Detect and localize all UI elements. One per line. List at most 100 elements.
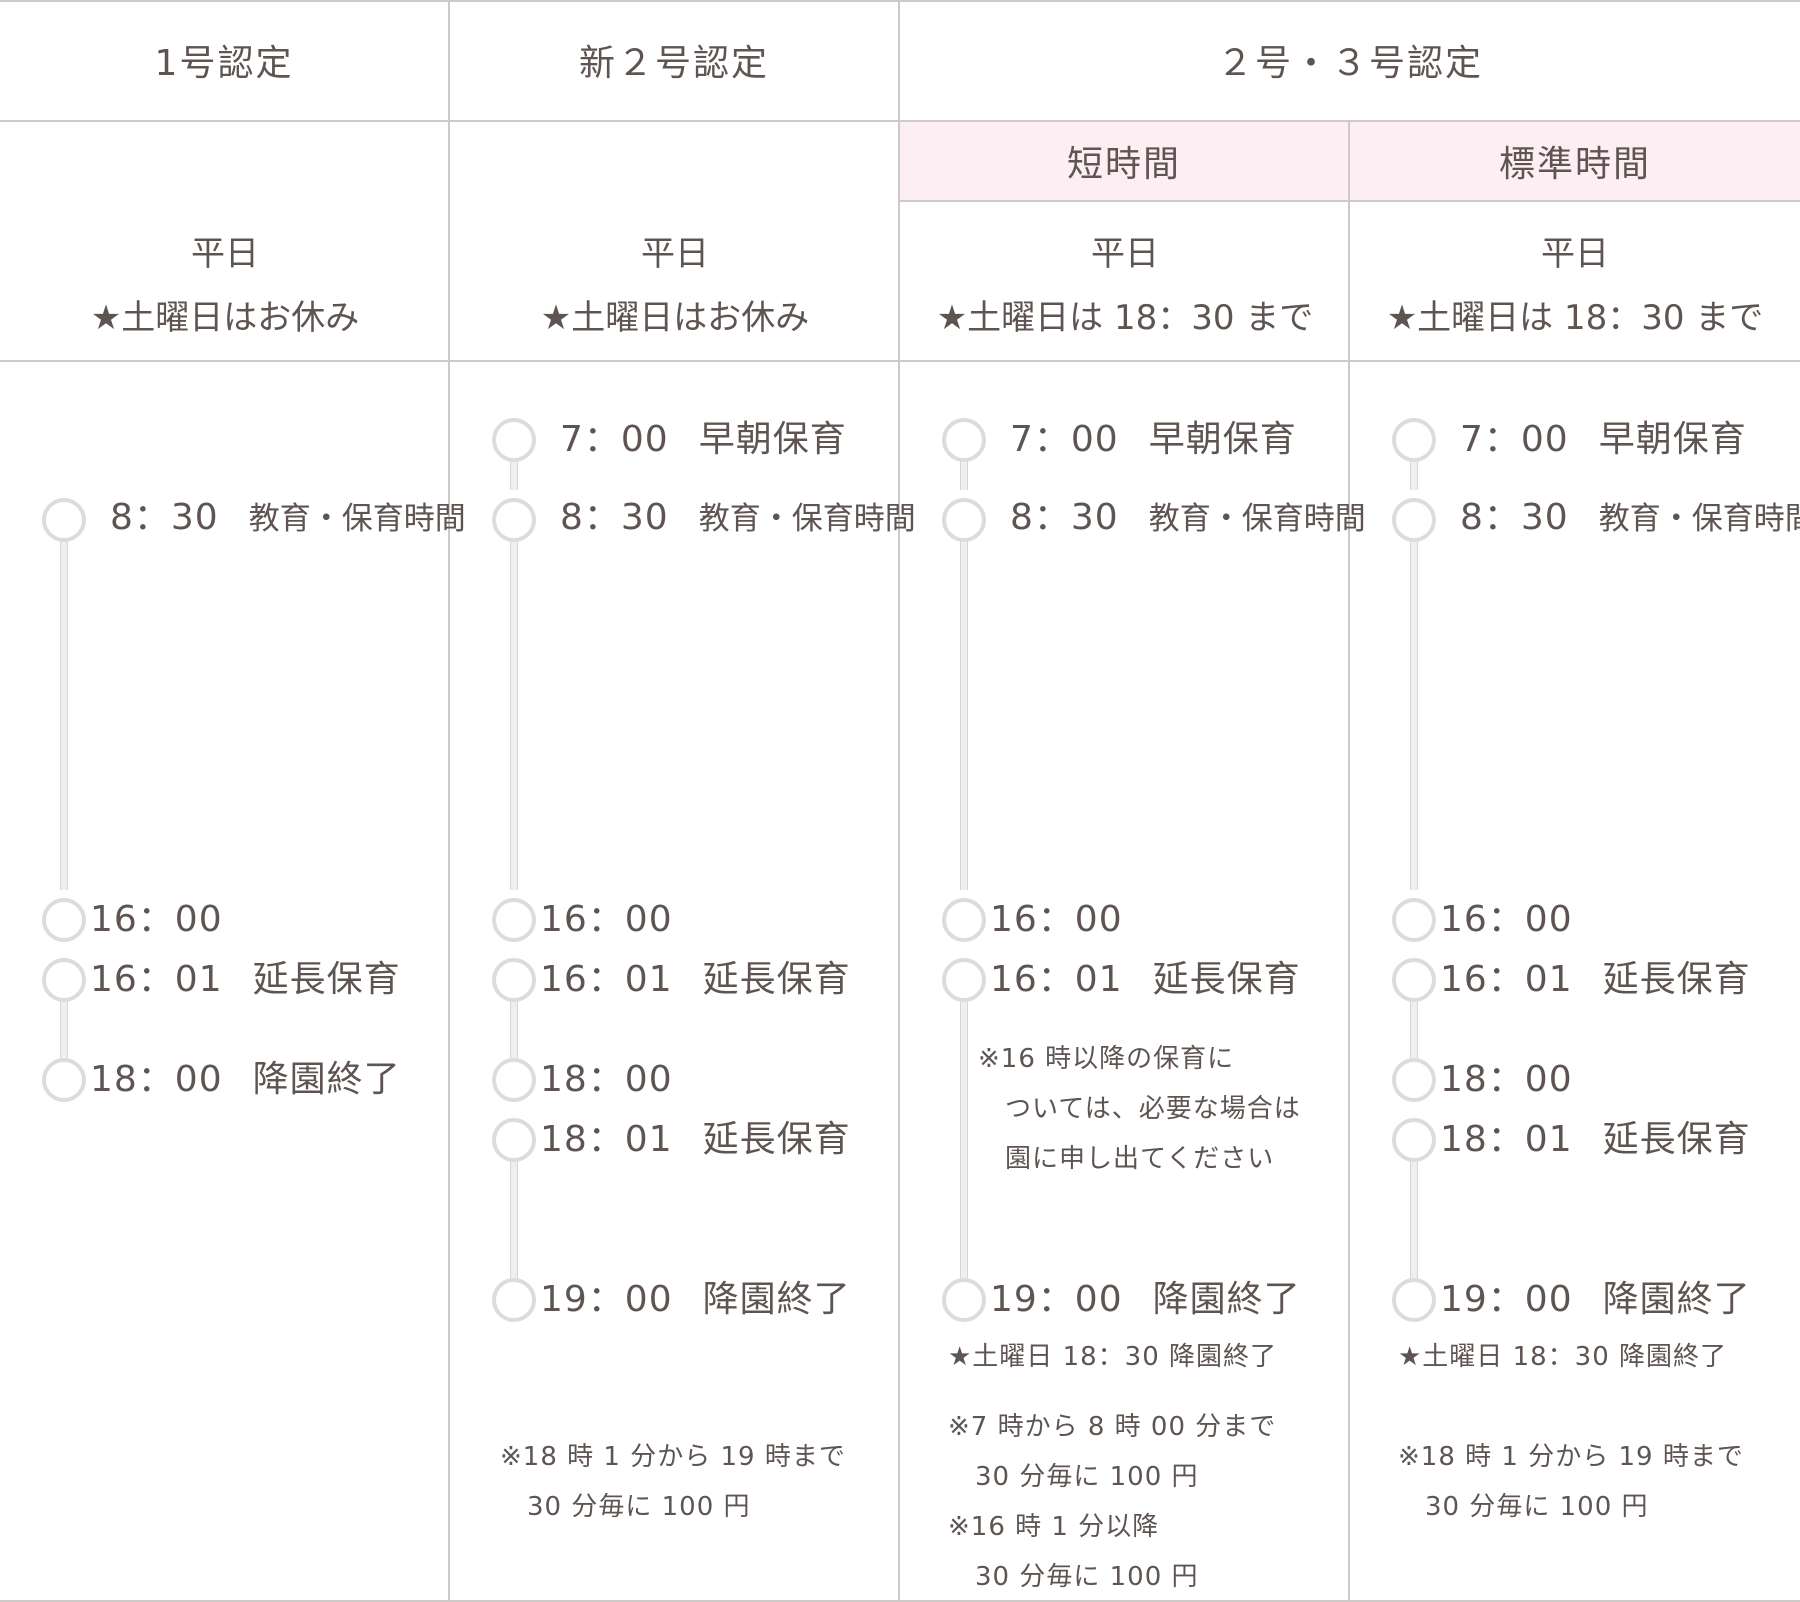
- days-label: 平日: [1091, 234, 1159, 274]
- event-time: 16：00: [990, 899, 1123, 940]
- subheader-short-time: 短時間: [900, 122, 1348, 200]
- timeline-event: 19：00 降園終了: [990, 1276, 1301, 1324]
- event-desc: 教育・保育時間: [1148, 501, 1366, 537]
- event-time: 7：00: [560, 419, 669, 460]
- event-desc: 延長保育: [252, 959, 401, 1000]
- event-desc: 延長保育: [1152, 959, 1301, 1000]
- event-time: 19：00: [990, 1279, 1123, 1320]
- header-type2-type3: ２号・３号認定: [1216, 43, 1483, 84]
- event-time: 8：30: [1010, 497, 1119, 538]
- event-time: 16：01: [1440, 959, 1573, 1000]
- days-cell-new-type2: 平日 ★土曜日はお休み: [450, 222, 900, 350]
- timeline-event: 7：00 早朝保育: [1010, 416, 1297, 464]
- timeline-dot: [42, 498, 86, 542]
- fee-note: ※7 時から 8 時 00 分まで 30 分毎に 100 円 ※16 時 1 分…: [948, 1412, 1277, 1592]
- timeline-event: 16：00: [540, 896, 703, 944]
- timeline-event: 16：00: [1440, 896, 1603, 944]
- timeline-event: 16：00: [990, 896, 1153, 944]
- timeline-dot: [492, 958, 536, 1002]
- days-label: 平日: [191, 234, 259, 274]
- timeline-dot: [942, 958, 986, 1002]
- timeline-dot: [1392, 1278, 1436, 1322]
- timeline-dot: [492, 898, 536, 942]
- event-time: 7：00: [1010, 419, 1119, 460]
- days-label: 平日: [1541, 234, 1609, 274]
- extended-care-note: ※16 時以降の保育に ついては、必要な場合は 園に申し出てください: [978, 1044, 1301, 1174]
- timeline-dot: [1392, 898, 1436, 942]
- timeline-dot: [492, 1118, 536, 1162]
- column-divider: [898, 0, 900, 1602]
- event-desc: 教育・保育時間: [248, 501, 466, 537]
- header-type1: 1号認定: [154, 43, 294, 84]
- event-time: 8：30: [1460, 497, 1569, 538]
- timeline-track: [960, 520, 968, 890]
- days-cell-type1: 平日 ★土曜日はお休み: [0, 222, 450, 350]
- event-time: 19：00: [1440, 1279, 1573, 1320]
- column-divider: [1348, 122, 1350, 1602]
- event-desc: 降園終了: [702, 1279, 851, 1320]
- days-label: 平日: [641, 234, 709, 274]
- timeline-event: 16：00: [90, 896, 253, 944]
- timeline-event: 16：01 延長保育: [1440, 956, 1751, 1004]
- event-desc: 早朝保育: [1148, 419, 1297, 460]
- timeline-event: 18：00: [540, 1056, 703, 1104]
- timeline-track: [1410, 984, 1418, 1064]
- saturday-end-note: ★土曜日 18：30 降園終了: [1398, 1342, 1728, 1372]
- timeline-dot: [42, 898, 86, 942]
- subheader-standard-time: 標準時間: [1350, 122, 1800, 200]
- event-desc: 延長保育: [702, 1119, 851, 1160]
- timeline-dot: [942, 898, 986, 942]
- event-desc: 降園終了: [1152, 1279, 1301, 1320]
- timeline-dot: [492, 498, 536, 542]
- event-time: 19：00: [540, 1279, 673, 1320]
- timeline-dot: [1392, 418, 1436, 462]
- timeline-track: [60, 984, 68, 1064]
- event-desc: 早朝保育: [698, 419, 847, 460]
- timeline-dot: [942, 418, 986, 462]
- timeline-dot: [42, 1058, 86, 1102]
- timeline-event: 18：00: [1440, 1056, 1603, 1104]
- event-time: 16：00: [90, 899, 223, 940]
- timeline-dot: [1392, 498, 1436, 542]
- row-divider: [0, 1600, 1800, 1602]
- event-time: 16：00: [1440, 899, 1573, 940]
- timeline-dot: [1392, 958, 1436, 1002]
- saturday-note: ★土曜日はお休み: [90, 298, 360, 338]
- event-time: 16：01: [90, 959, 223, 1000]
- event-time: 18：01: [1440, 1119, 1573, 1160]
- timeline-track: [1410, 520, 1418, 890]
- event-time: 18：01: [540, 1119, 673, 1160]
- event-desc: 降園終了: [1602, 1279, 1751, 1320]
- timeline-dot: [942, 1278, 986, 1322]
- fee-note: ※18 時 1 分から 19 時まで 30 分毎に 100 円: [500, 1442, 846, 1522]
- event-desc: 延長保育: [1602, 959, 1751, 1000]
- event-desc: 教育・保育時間: [698, 501, 916, 537]
- timeline-dot: [492, 418, 536, 462]
- timeline-track: [1410, 440, 1418, 490]
- event-time: 18：00: [90, 1059, 223, 1100]
- timeline-event: 8：30 教育・保育時間: [1010, 494, 1366, 542]
- timeline-dot: [42, 958, 86, 1002]
- row-divider: [898, 200, 1800, 202]
- timeline-track: [510, 440, 518, 490]
- column-divider: [448, 0, 450, 1602]
- timeline-track: [960, 440, 968, 490]
- timeline-track: [1410, 1144, 1418, 1280]
- timeline-event: 16：01 延長保育: [90, 956, 401, 1004]
- event-time: 16：00: [540, 899, 673, 940]
- timeline-track: [510, 1144, 518, 1280]
- event-time: 16：01: [990, 959, 1123, 1000]
- row-divider: [0, 0, 1800, 2]
- fee-note: ※18 時 1 分から 19 時まで 30 分毎に 100 円: [1398, 1442, 1744, 1522]
- saturday-note: ★土曜日は 18：30 まで: [936, 298, 1314, 338]
